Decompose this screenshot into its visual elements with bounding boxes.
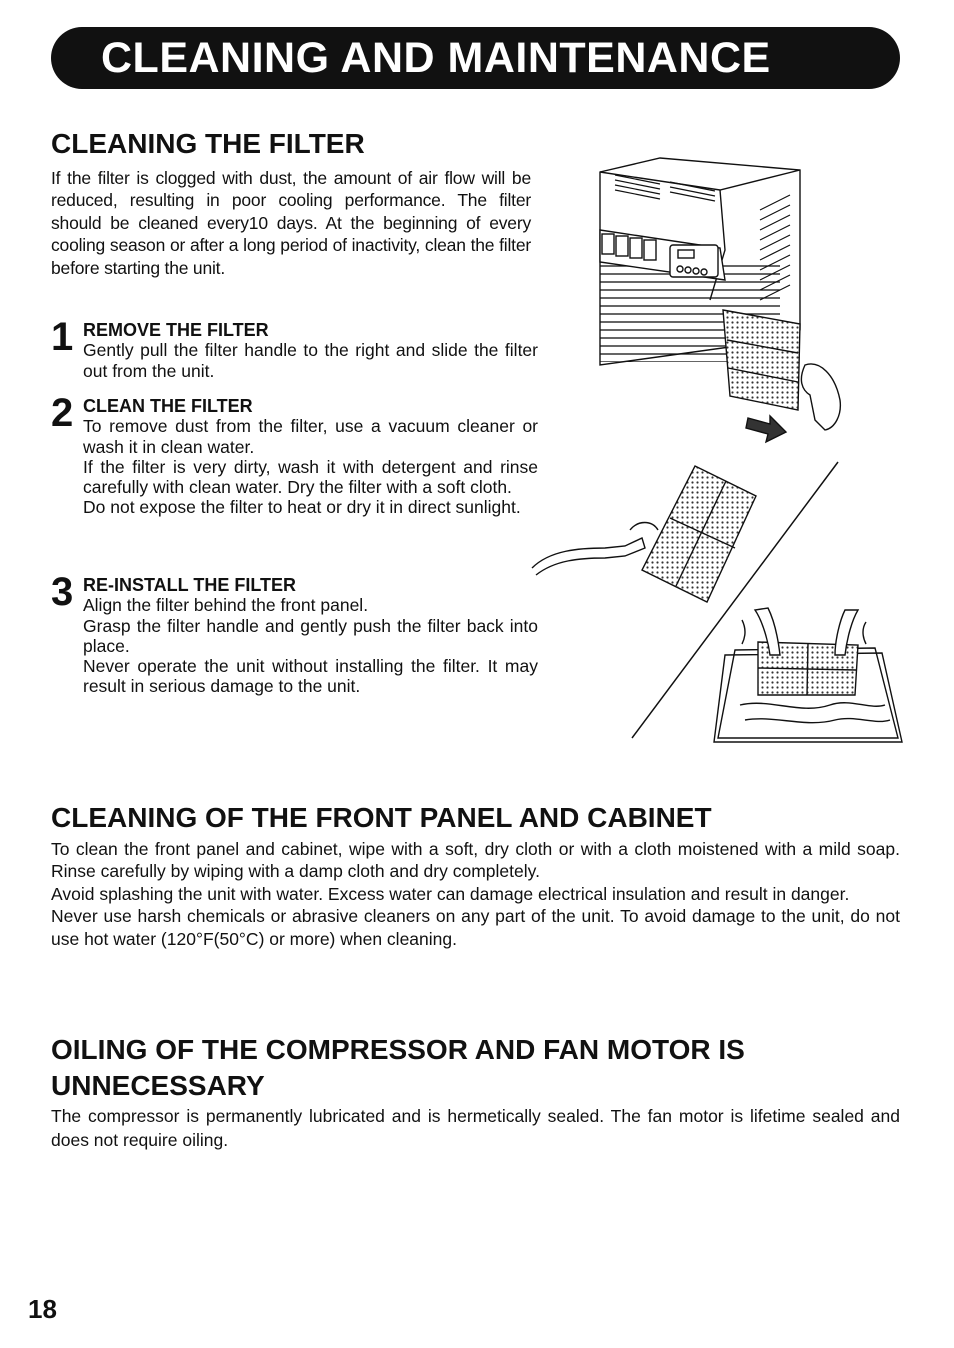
filter-intro: If the filter is clogged with dust, the … (51, 168, 531, 278)
page-title: CLEANING AND MAINTENANCE (101, 34, 771, 82)
page-number: 18 (28, 1294, 57, 1324)
panel-text: To clean the front panel and cabinet, wi… (51, 838, 900, 950)
step-text: Never operate the unit without installin… (83, 656, 538, 697)
washing-basin-drawing (713, 607, 903, 743)
step-title: REMOVE THE FILTER (83, 320, 269, 340)
vacuum-cleaning-drawing (531, 465, 757, 603)
divider-line (631, 461, 839, 739)
oiling-text: The compressor is permanently lubricated… (51, 1106, 900, 1150)
step-text: Gently pull the filter handle to the rig… (83, 340, 538, 381)
title-banner: CLEANING AND MAINTENANCE (51, 27, 900, 89)
step-text: Align the filter behind the front panel. (83, 595, 369, 616)
step-text: If the filter is very dirty, wash it wit… (83, 456, 538, 498)
air-conditioner-drawing (599, 157, 842, 444)
step-text: Grasp the filter handle and gently push … (83, 615, 538, 656)
step-number: 1 (51, 315, 74, 359)
step-text: Do not expose the filter to heat or dry … (83, 497, 521, 518)
step-2: 2 CLEAN THE FILTER To remove dust from t… (51, 391, 538, 518)
step-3: 3 RE-INSTALL THE FILTER Align the filter… (51, 570, 538, 697)
panel-paragraph: Avoid splashing the unit with water. Exc… (51, 883, 850, 904)
step-number: 2 (51, 391, 74, 435)
panel-heading: CLEANING OF THE FRONT PANEL AND CABINET (51, 802, 712, 833)
panel-paragraph: Never use harsh chemicals or abrasive cl… (51, 906, 900, 949)
step-number: 3 (51, 570, 74, 614)
step-title: CLEAN THE FILTER (83, 396, 253, 416)
filter-heading: CLEANING THE FILTER (51, 128, 365, 159)
oiling-heading: OILING OF THE COMPRESSOR AND FAN MOTOR I… (51, 1034, 745, 1101)
panel-paragraph: To clean the front panel and cabinet, wi… (51, 839, 900, 882)
step-title: RE-INSTALL THE FILTER (83, 575, 296, 595)
step-text: To remove dust from the filter, use a va… (83, 416, 538, 457)
filter-cleaning-illustration (531, 157, 903, 743)
step-1: 1 REMOVE THE FILTER Gently pull the filt… (51, 315, 538, 381)
